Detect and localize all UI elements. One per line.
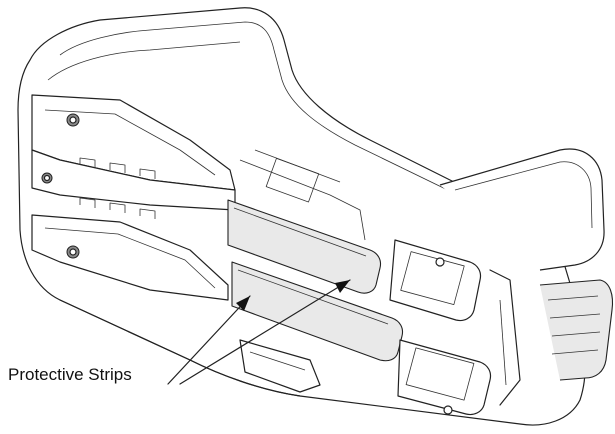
- protective-strip-lower: [231, 261, 404, 362]
- callout-label-protective-strips: Protective Strips: [8, 365, 132, 384]
- rail-teeth: [79, 157, 156, 219]
- lower-rail: [31, 214, 229, 301]
- grip-extension: [439, 148, 605, 271]
- lower-foot: [539, 279, 614, 381]
- center-bracket: [265, 157, 320, 203]
- protective-strip-upper: [227, 199, 382, 294]
- bottom-latch: [239, 339, 321, 393]
- right-panel-lower: [397, 339, 492, 416]
- right-panel-upper: [389, 239, 482, 322]
- callout-arrows: [167, 279, 351, 385]
